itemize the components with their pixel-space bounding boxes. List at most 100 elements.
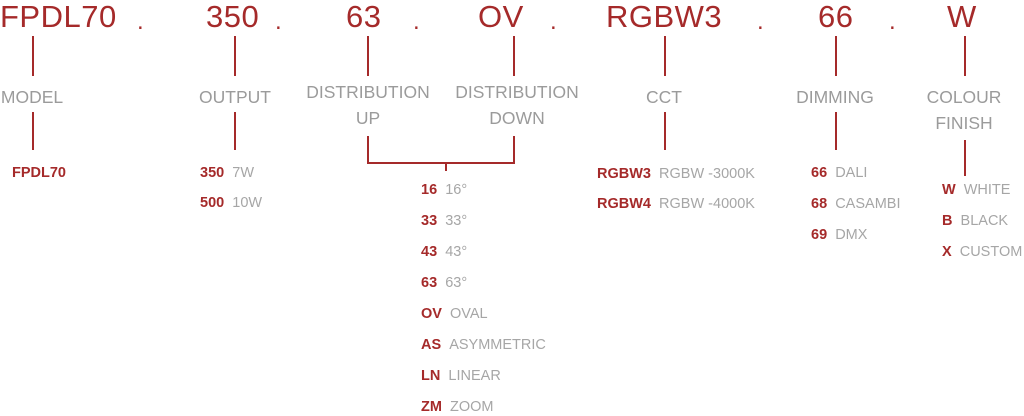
option-code: 33 — [421, 213, 438, 229]
option-label: WHITE — [963, 182, 1011, 198]
separator-dot: . — [275, 8, 282, 35]
option-code: 69 — [811, 227, 828, 243]
option-code: ZM — [421, 399, 442, 415]
option-code: 350 — [200, 165, 225, 181]
connector-line — [835, 36, 837, 76]
bracket-base-line — [367, 162, 515, 164]
option-row: B BLACK — [942, 212, 1022, 230]
option-label: OVAL — [450, 306, 488, 322]
option-label: CASAMBI — [835, 196, 901, 212]
option-code: 68 — [811, 196, 828, 212]
option-label: RGBW -4000K — [659, 196, 755, 212]
option-label: BLACK — [960, 213, 1009, 229]
option-row: RGBW4 RGBW -4000K — [597, 195, 755, 213]
model-code: FPDL70 — [0, 0, 117, 34]
cct-header: CCT — [646, 87, 682, 107]
option-label: 33° — [445, 213, 468, 229]
option-label: RGBW -3000K — [659, 166, 755, 182]
option-row: ZM ZOOM — [421, 398, 546, 416]
separator-dot: . — [550, 8, 557, 35]
bracket-right-line — [513, 136, 515, 164]
option-code: RGBW3 — [597, 166, 651, 182]
option-code: 66 — [811, 165, 828, 181]
option-row: RGBW3 RGBW -3000K — [597, 165, 755, 183]
bracket-left-line — [367, 136, 369, 164]
model-options: FPDL70 — [12, 164, 66, 182]
option-row: W WHITE — [942, 181, 1022, 199]
bracket-stem-line — [445, 162, 447, 171]
separator-dot: . — [413, 8, 420, 35]
connector-line — [367, 36, 369, 76]
model-header: MODEL — [0, 87, 64, 107]
option-row: 500 10W — [200, 194, 262, 212]
option-code: 16 — [421, 182, 438, 198]
finish-header-line1: COLOUR — [926, 87, 1002, 107]
option-label: CUSTOM — [959, 244, 1023, 260]
connector-line — [234, 36, 236, 76]
option-code: FPDL70 — [12, 165, 66, 181]
option-label: LINEAR — [448, 368, 501, 384]
finish-header-line2: FINISH — [935, 113, 993, 133]
option-label: 10W — [232, 195, 263, 211]
option-row: 68 CASAMBI — [811, 195, 900, 213]
option-row: 350 7W — [200, 164, 262, 182]
dist-up-header-line2: UP — [355, 108, 381, 128]
option-label: 7W — [232, 165, 255, 181]
option-row: LN LINEAR — [421, 367, 546, 385]
option-code: 63 — [421, 275, 438, 291]
finish-options: W WHITE B BLACK X CUSTOM — [942, 181, 1022, 261]
option-row: 43 43° — [421, 243, 546, 261]
option-code: 43 — [421, 244, 438, 260]
connector-line — [32, 112, 34, 150]
dimming-code: 66 — [818, 0, 854, 34]
dist-down-header: DISTRIBUTION DOWN — [452, 79, 582, 131]
option-row: 69 DMX — [811, 226, 900, 244]
finish-code: W — [947, 0, 977, 34]
option-row: 33 33° — [421, 212, 546, 230]
option-code: LN — [421, 368, 441, 384]
option-code: 500 — [200, 195, 225, 211]
option-code: W — [942, 182, 956, 198]
connector-line — [835, 112, 837, 150]
option-code: OV — [421, 306, 442, 322]
option-row: 16 16° — [421, 181, 546, 199]
cct-options: RGBW3 RGBW -3000K RGBW4 RGBW -4000K — [597, 165, 755, 213]
option-row: 63 63° — [421, 274, 546, 292]
option-row: X CUSTOM — [942, 243, 1022, 261]
option-label: ASYMMETRIC — [449, 337, 546, 353]
option-label: ZOOM — [450, 399, 494, 415]
connector-line — [664, 112, 666, 150]
separator-dot: . — [137, 8, 144, 35]
dist-up-code: 63 — [346, 0, 382, 34]
distribution-options: 16 16° 33 33° 43 43° 63 63° OV OVAL AS A… — [421, 181, 546, 416]
option-label: 16° — [445, 182, 468, 198]
option-label: 43° — [445, 244, 468, 260]
dist-down-code: OV — [478, 0, 524, 34]
option-code: X — [942, 244, 952, 260]
dimming-options: 66 DALI 68 CASAMBI 69 DMX — [811, 164, 900, 244]
option-label: DALI — [835, 165, 868, 181]
option-row: OV OVAL — [421, 305, 546, 323]
connector-line — [234, 112, 236, 150]
option-row: AS ASYMMETRIC — [421, 336, 546, 354]
option-label: 63° — [445, 275, 468, 291]
cct-code: RGBW3 — [606, 0, 723, 34]
option-code: AS — [421, 337, 442, 353]
finish-header: COLOUR FINISH — [918, 84, 1010, 136]
connector-line — [32, 36, 34, 76]
option-code: B — [942, 213, 953, 229]
separator-dot: . — [889, 8, 896, 35]
dist-down-header-line1: DISTRIBUTION — [455, 82, 579, 102]
output-header: OUTPUT — [199, 87, 271, 107]
connector-line — [513, 36, 515, 76]
dimming-header: DIMMING — [796, 87, 874, 107]
dist-up-header-line1: DISTRIBUTION — [306, 82, 430, 102]
connector-line — [964, 140, 966, 176]
option-row: 66 DALI — [811, 164, 900, 182]
dist-up-header: DISTRIBUTION UP — [303, 79, 433, 131]
output-code: 350 — [206, 0, 260, 34]
dist-down-header-line2: DOWN — [489, 108, 545, 128]
connector-line — [664, 36, 666, 76]
separator-dot: . — [757, 8, 764, 35]
output-options: 350 7W 500 10W — [200, 164, 262, 212]
